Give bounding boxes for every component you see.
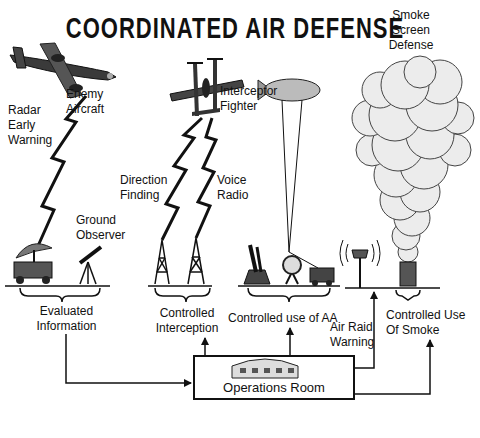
operations-hut [232,359,298,378]
annotation-label: Evaluated Information [24,304,109,334]
annotation-label: Radar Early Warning [8,103,58,148]
annotation-label: Ground Observer [76,213,131,243]
barrage-balloon [258,79,334,286]
annotation-label: Enemy Aircraft [66,87,121,117]
operations-room-box: Operations Room [193,355,355,400]
searchlight [283,256,301,284]
annotation-label: Voice Radio [217,173,259,203]
air-raid-siren [340,240,380,288]
radar-unit [14,244,52,284]
annotation-label: Direction Finding [120,173,175,203]
ground-observer [80,247,101,284]
ground-lines [5,286,440,288]
anti-aircraft-gun [244,245,270,284]
annotation-label: Air Raid Warning [330,320,385,350]
smoke-screen [352,56,474,286]
node-label: Operations Room [195,380,353,395]
annotation-label: Interceptor Fighter [220,84,285,114]
annotation-label: Controlled Use Of Smoke [386,308,476,338]
group-brackets [20,288,420,302]
annotation-label: Controlled Interception [146,306,228,336]
flow-arrows [66,292,430,394]
annotation-label: Smoke Screen Defense [380,8,442,53]
radio-lightning [38,96,216,246]
radio-towers [155,238,204,284]
